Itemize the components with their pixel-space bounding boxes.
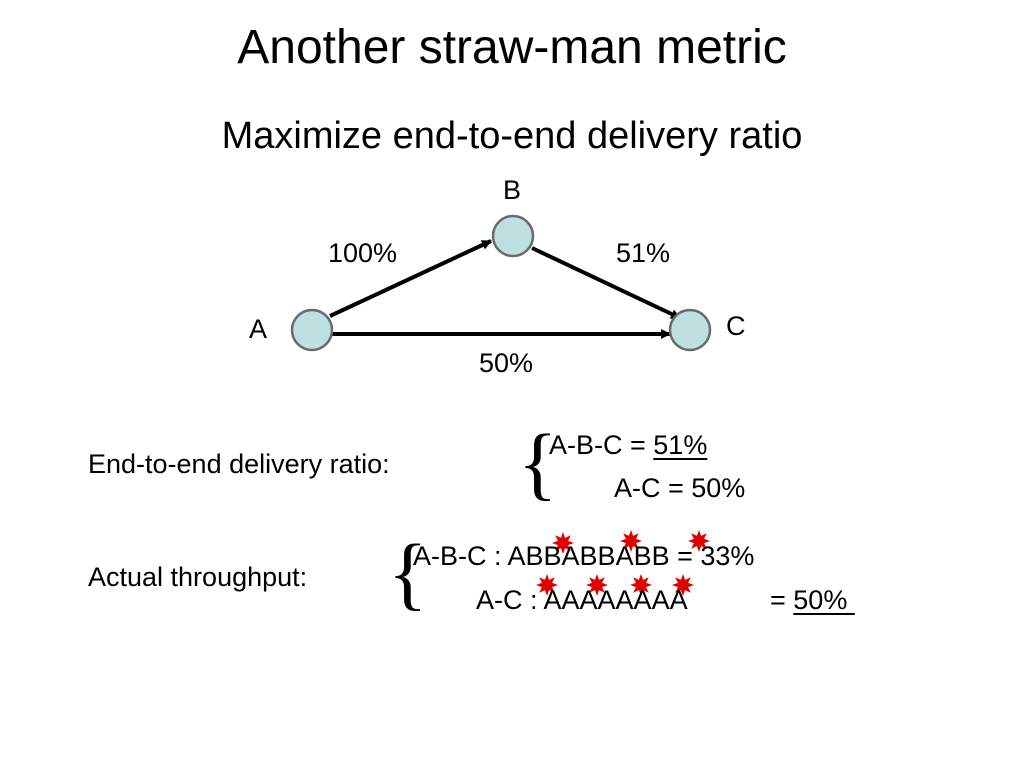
throughput-label: Actual throughput:	[88, 562, 308, 592]
edge-a-c-label: 50%	[479, 348, 533, 378]
edge-b-c	[531, 246, 681, 320]
edge-a-b-label: 100%	[328, 238, 397, 268]
delivery-ratio-abc-value: 51%	[653, 430, 708, 460]
throughput-ac-result: = 50%	[770, 584, 855, 616]
node-c	[668, 308, 712, 352]
throughput-ac-prefix: A-C : AAAAAAAA	[476, 585, 688, 615]
node-a	[290, 308, 334, 352]
delivery-ratio-abc: A-B-C = 51%	[549, 429, 707, 461]
throughput-brace: {	[388, 527, 428, 618]
slide-subtitle: Maximize end-to-end delivery ratio	[221, 115, 803, 157]
throughput-ac-equals: =	[770, 585, 794, 615]
edge-b-c-label: 51%	[616, 238, 670, 268]
node-c-label: C	[726, 311, 746, 341]
delivery-ratio-label: End-to-end delivery ratio:	[88, 449, 390, 479]
slide-title: Another straw-man metric	[237, 21, 787, 74]
node-a-label: A	[249, 314, 267, 344]
node-b	[491, 214, 535, 258]
throughput-ac: A-C : AAAAAAAA	[476, 584, 688, 616]
node-b-label: B	[503, 175, 521, 205]
throughput-abc: A-B-C : ABBABBABB = 33%	[413, 541, 755, 571]
edge-a-b	[329, 239, 492, 318]
throughput-ac-value: 50%	[793, 585, 855, 615]
delivery-ratio-abc-prefix: A-B-C =	[549, 430, 654, 460]
delivery-ratio-brace: {	[518, 417, 558, 508]
delivery-ratio-ac: A-C = 50%	[614, 473, 746, 503]
